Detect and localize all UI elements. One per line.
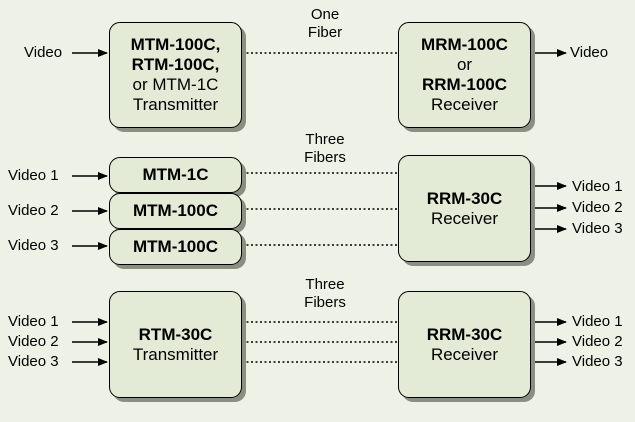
- top-tx-line-2: RTM-100C,: [131, 55, 220, 74]
- mid-transmitter-box-1: MTM-1C: [109, 157, 242, 193]
- top-fiber-label-1: One: [310, 6, 340, 23]
- mid-input-label-1: Video 1: [8, 167, 59, 184]
- mid-tx-label-2: MTM-100C: [132, 201, 218, 220]
- mid-transmitter-box-3: MTM-100C: [109, 229, 242, 265]
- top-tx-line-1: MTM-100C,: [130, 35, 221, 54]
- mid-output-label-2: Video 2: [572, 199, 623, 216]
- top-tx-line-4: Transmitter: [132, 95, 219, 114]
- top-tx-line-3: or MTM-1C: [132, 75, 219, 94]
- bot-input-label-2: Video 2: [8, 333, 59, 350]
- bot-output-label-1: Video 1: [572, 313, 623, 330]
- top-fiber-label-2: Fiber: [307, 24, 343, 41]
- mid-fiber-label-1: Three: [305, 131, 345, 148]
- bot-fiber-label-2: Fibers: [304, 294, 346, 311]
- bot-input-label-1: Video 1: [8, 313, 59, 330]
- mid-rx-line-2: Receiver: [430, 208, 499, 228]
- bot-output-label-2: Video 2: [572, 333, 623, 350]
- bot-tx-line-2: Transmitter: [132, 344, 219, 364]
- top-receiver-box: MRM-100C or RRM-100C Receiver: [398, 22, 531, 128]
- mid-input-label-2: Video 2: [8, 202, 59, 219]
- mid-receiver-box: RRM-30C Receiver: [398, 155, 531, 262]
- top-output-label: Video: [570, 44, 609, 61]
- bot-tx-line-1: RTM-30C: [138, 324, 213, 344]
- bot-fiber-label: Three Fibers: [280, 276, 370, 312]
- mid-tx-label-1: MTM-1C: [142, 165, 209, 184]
- mid-output-label-3: Video 3: [572, 220, 623, 237]
- top-input-label: Video: [24, 44, 63, 61]
- bot-rx-line-2: Receiver: [430, 344, 499, 364]
- top-fiber-label: One Fiber: [280, 6, 370, 42]
- top-rx-line-3: RRM-100C: [421, 75, 508, 94]
- mid-tx-label-3: MTM-100C: [132, 237, 218, 256]
- top-rx-line-4: Receiver: [430, 95, 499, 114]
- mid-transmitter-box-2: MTM-100C: [109, 193, 242, 229]
- mid-fiber-label-2: Fibers: [304, 149, 346, 166]
- mid-rx-line-1: RRM-30C: [426, 188, 503, 208]
- top-rx-line-2: or: [456, 55, 473, 74]
- bot-receiver-box: RRM-30C Receiver: [398, 291, 531, 398]
- mid-input-label-3: Video 3: [8, 237, 59, 254]
- top-transmitter-box: MTM-100C, RTM-100C, or MTM-1C Transmitte…: [109, 22, 242, 128]
- mid-fiber-label: Three Fibers: [280, 131, 370, 167]
- mid-output-label-1: Video 1: [572, 178, 623, 195]
- bot-fiber-label-1: Three: [305, 276, 345, 293]
- bot-transmitter-box: RTM-30C Transmitter: [109, 291, 242, 398]
- bot-input-label-3: Video 3: [8, 353, 59, 370]
- bot-rx-line-1: RRM-30C: [426, 324, 503, 344]
- bot-output-label-3: Video 3: [572, 353, 623, 370]
- top-rx-line-1: MRM-100C: [421, 35, 508, 54]
